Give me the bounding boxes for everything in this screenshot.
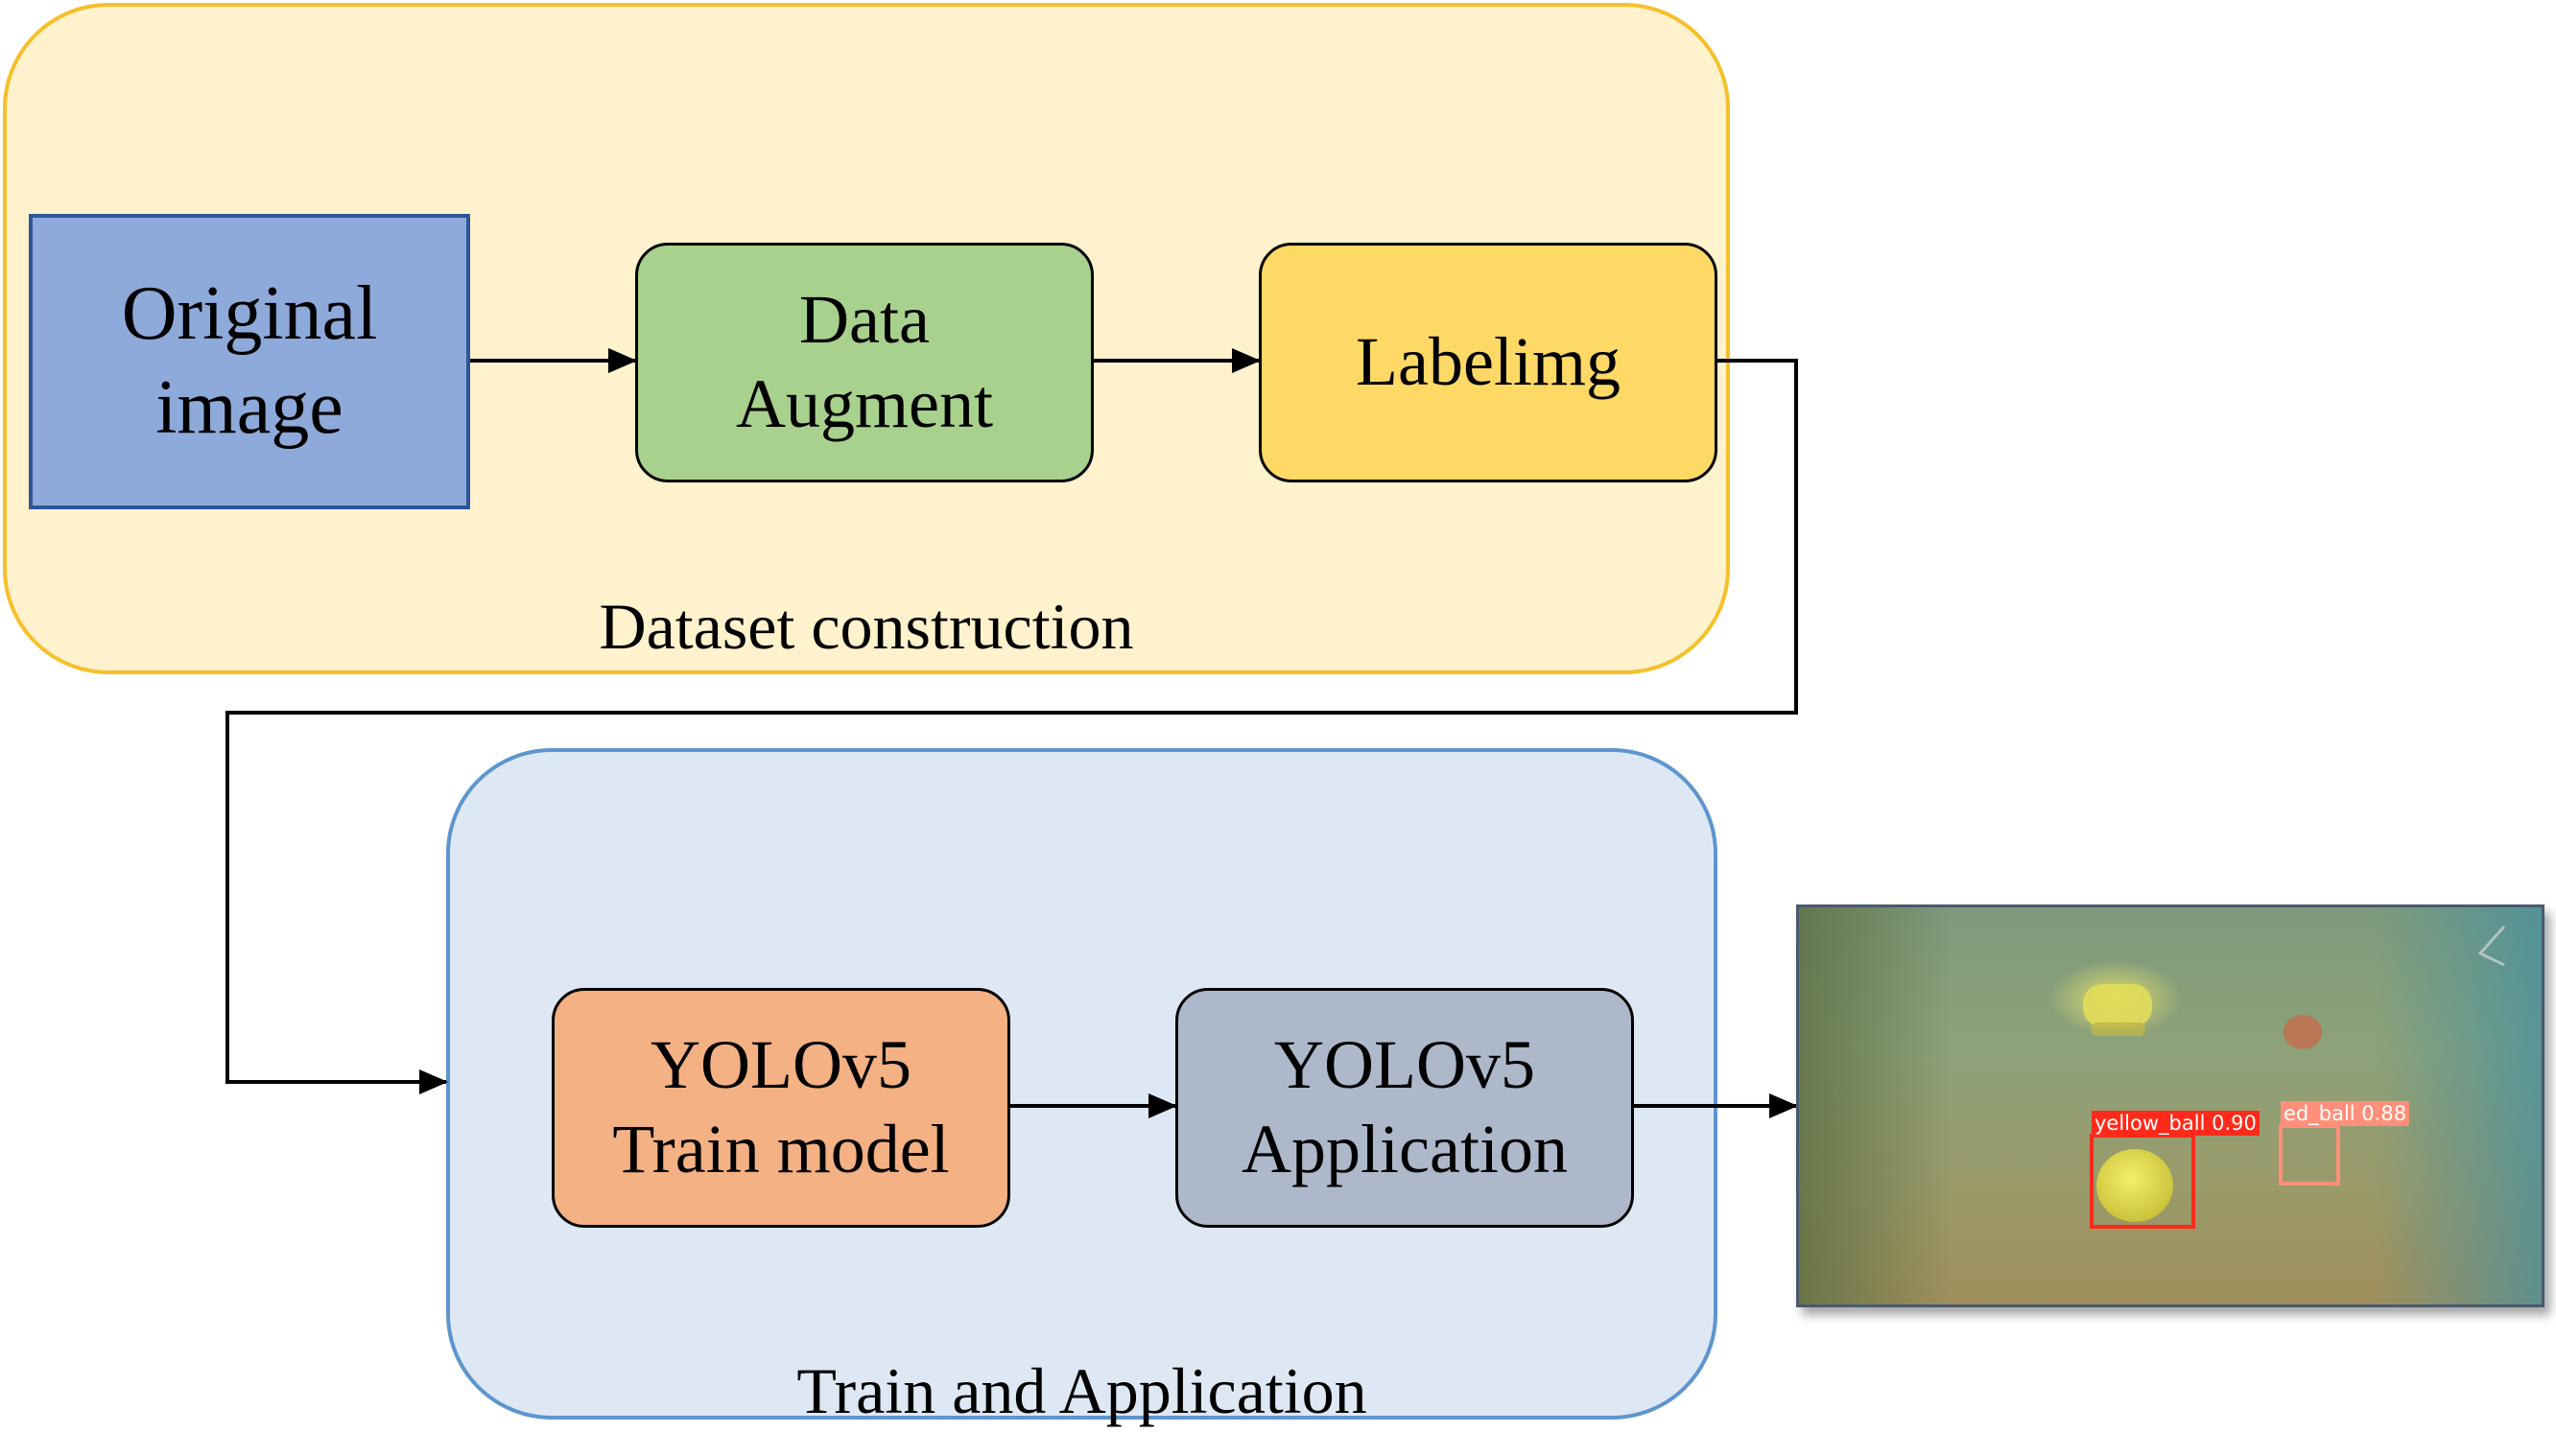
- original-image-node: Original image: [29, 214, 470, 509]
- yolov5-train-line-2: Train model: [612, 1111, 950, 1187]
- yellow-ball-detection-label: yellow_ball 0.90: [2092, 1111, 2260, 1136]
- yellow-ball-shape: [2096, 1149, 2173, 1222]
- original-image-line-2: image: [155, 365, 343, 450]
- data-augment-line-1: Data: [799, 281, 930, 359]
- red-ball-detection-label: ed_ball 0.88: [2281, 1101, 2410, 1126]
- underwater-scene: [1799, 907, 2542, 1304]
- detection-result-image: yellow_ball 0.90 ed_ball 0.88: [1796, 904, 2544, 1307]
- yolov5-train-model-node: YOLOv5 Train model: [552, 988, 1010, 1228]
- corner-chevron-icon: [2477, 926, 2506, 967]
- labelimg-line-1: Labelimg: [1356, 323, 1621, 401]
- yolov5-train-line-1: YOLOv5: [651, 1026, 911, 1104]
- data-augment-line-2: Augment: [736, 365, 993, 442]
- labelimg-node: Labelimg: [1259, 243, 1717, 482]
- dataset-construction-label: Dataset construction: [599, 590, 1134, 663]
- yolov5-app-line-1: YOLOv5: [1274, 1026, 1535, 1104]
- red-ball-box: [2279, 1124, 2340, 1186]
- left-shadow: [1799, 907, 1952, 1304]
- yolov5-app-line-2: Application: [1242, 1111, 1568, 1187]
- data-augment-node: Data Augment: [635, 243, 1094, 482]
- yellow-ball-box: [2090, 1134, 2195, 1229]
- yolov5-application-node: YOLOv5 Application: [1175, 988, 1634, 1228]
- floating-object-base: [2092, 1022, 2145, 1036]
- floating-object: [2083, 984, 2152, 1027]
- train-application-label: Train and Application: [796, 1354, 1367, 1427]
- red-ball-shape: [2284, 1015, 2322, 1049]
- arrow-labelimg-to-train: [225, 359, 1798, 1094]
- original-image-line-1: Original: [121, 271, 378, 357]
